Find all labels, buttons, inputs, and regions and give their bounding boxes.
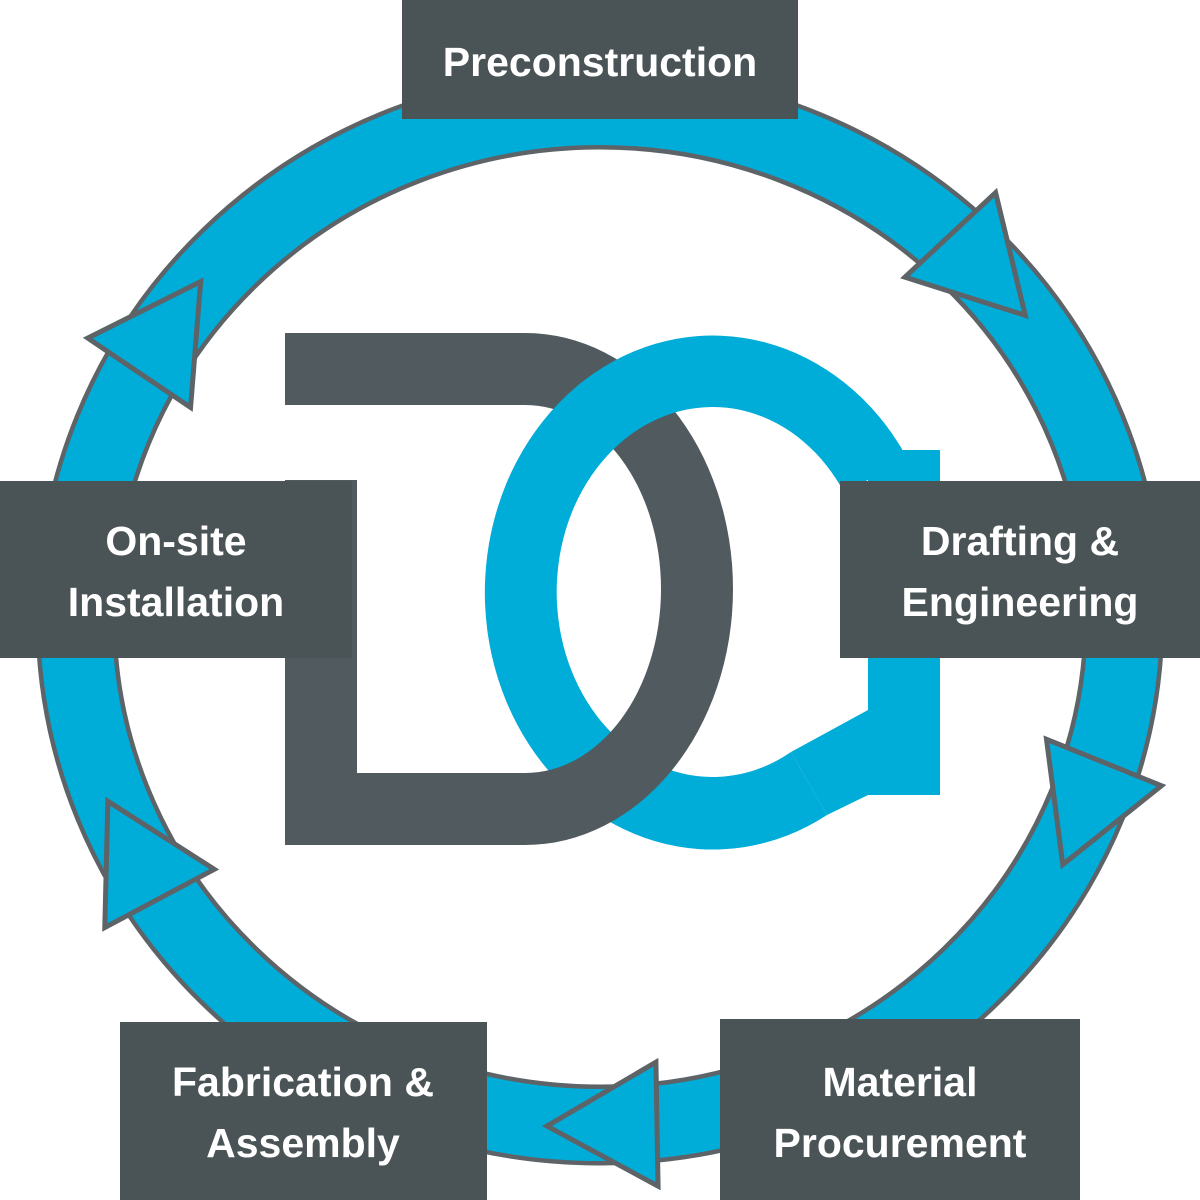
cycle-arrowheads	[82, 187, 1167, 1191]
stage-box-material-procurement	[720, 1019, 1080, 1200]
stage-material-procurement: Material Procurement	[720, 1019, 1080, 1200]
stage-box-fabrication-assembly	[120, 1022, 487, 1200]
letter-g-arc	[484, 335, 906, 850]
arrowhead-left-lower-icon	[102, 796, 220, 932]
arrowhead-left-upper-icon	[82, 277, 204, 412]
stage-label-drafting-line1: Drafting &	[921, 518, 1119, 564]
letter-g-corner	[791, 710, 868, 815]
arrowhead-bottom-icon	[541, 1057, 661, 1191]
stage-label-onsite-line1: On-site	[105, 518, 246, 564]
stage-label-material-line1: Material	[823, 1059, 978, 1105]
stage-label-preconstruction: Preconstruction	[443, 39, 757, 85]
stage-label-material-line2: Procurement	[774, 1120, 1027, 1166]
stage-box-onsite-installation	[0, 481, 352, 658]
stage-drafting-engineering: Drafting & Engineering	[840, 481, 1200, 658]
stage-box-preconstruction	[402, 0, 798, 119]
arrowhead-top-right-icon	[900, 187, 1029, 320]
stage-box-drafting-engineering	[840, 481, 1200, 658]
stage-label-drafting-line2: Engineering	[902, 579, 1139, 625]
stage-fabrication-assembly: Fabrication & Assembly	[120, 1022, 487, 1200]
stage-onsite-installation: On-site Installation	[0, 481, 352, 658]
letter-d-bowl-lower	[525, 589, 733, 845]
arrowhead-bottom-right-icon	[1043, 735, 1167, 870]
stage-label-fabrication-line1: Fabrication &	[172, 1059, 434, 1105]
stage-preconstruction: Preconstruction	[402, 0, 798, 119]
stage-label-onsite-line2: Installation	[68, 579, 284, 625]
stage-label-fabrication-line2: Assembly	[206, 1120, 400, 1166]
